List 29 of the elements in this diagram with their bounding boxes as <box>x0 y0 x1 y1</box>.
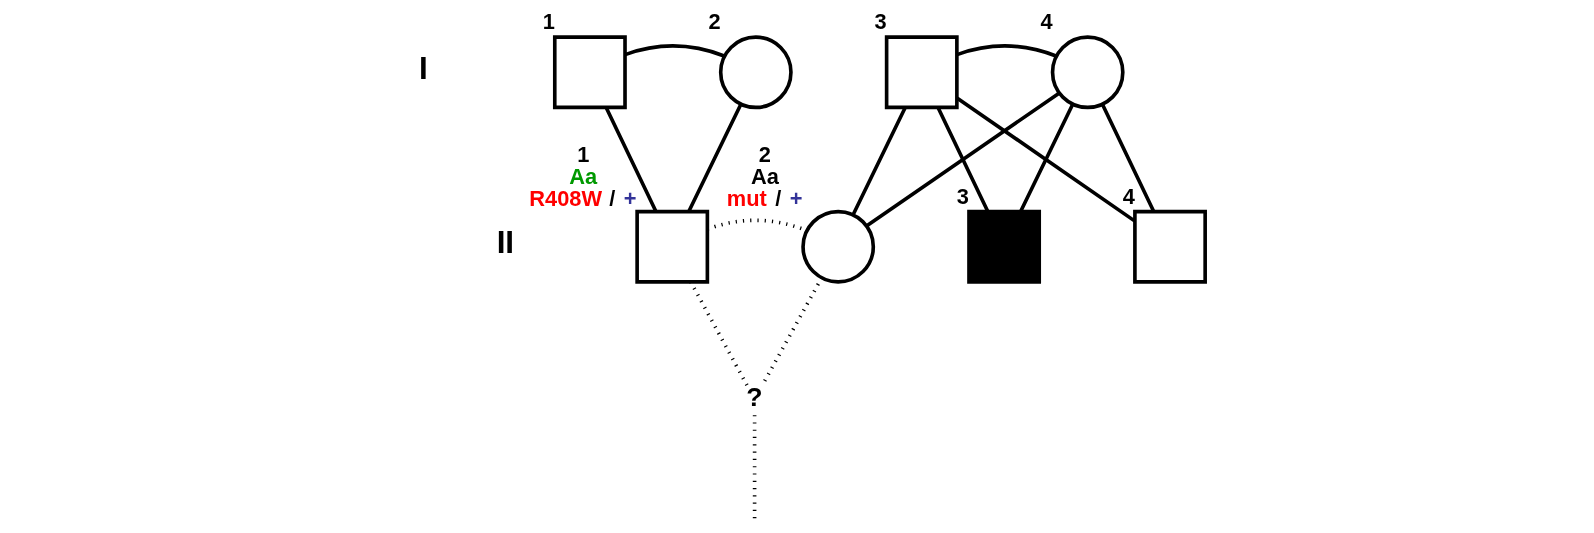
connector <box>604 106 658 212</box>
node-label: 2 <box>708 9 721 35</box>
label: II <box>496 225 515 261</box>
node-box <box>1133 209 1207 284</box>
node-box <box>635 209 710 284</box>
node-label: 3 <box>874 9 887 35</box>
connector <box>752 415 757 520</box>
node-label: 3 <box>956 183 969 209</box>
connector <box>624 44 725 58</box>
connector <box>851 106 907 216</box>
node-circle <box>1050 35 1125 110</box>
node-circle <box>801 209 876 284</box>
connector <box>956 96 1136 223</box>
connector <box>1100 103 1156 213</box>
node-text: ? <box>746 382 763 413</box>
connector <box>956 44 1057 58</box>
connector <box>865 91 1061 228</box>
label: I <box>419 50 428 86</box>
node-label: 1 <box>542 9 555 35</box>
node-box <box>967 209 1042 284</box>
node-circle <box>718 35 793 110</box>
node-label: 4 <box>1040 9 1053 35</box>
node-box <box>552 35 627 110</box>
connector <box>936 106 990 212</box>
connector <box>689 281 749 387</box>
node-label: 4 <box>1122 183 1135 209</box>
node-box <box>884 35 959 110</box>
connector <box>687 103 743 213</box>
connector <box>1019 103 1075 213</box>
